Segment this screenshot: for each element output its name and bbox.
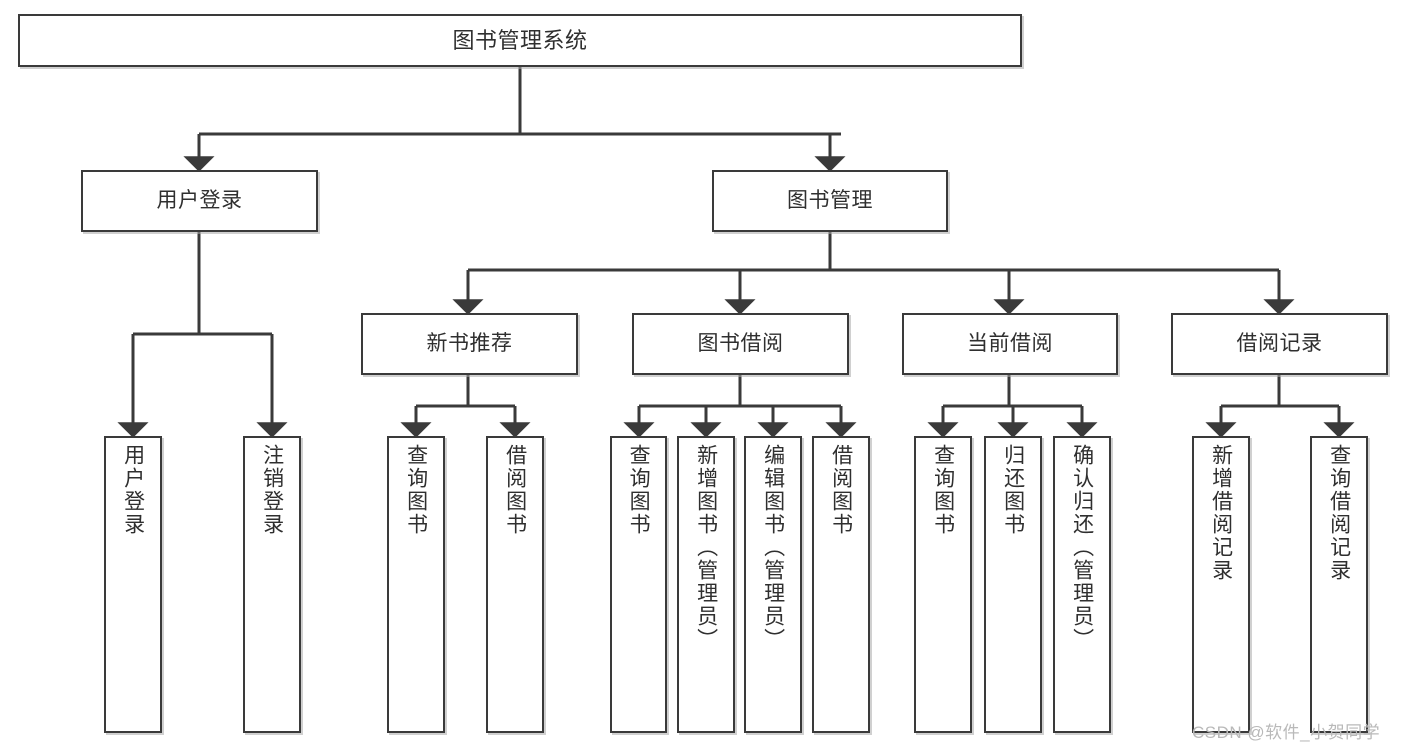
node-leaf-borrow-book[interactable]: 借阅图书 [812, 436, 870, 733]
node-leaf-user-logout[interactable]: 注销登录 [243, 436, 301, 733]
node-leaf-return-book[interactable]: 归还图书 [984, 436, 1042, 733]
node-book-borrow[interactable]: 图书借阅 [632, 313, 849, 375]
node-leaf-query-book-cur[interactable]: 查询图书 [914, 436, 972, 733]
node-root[interactable]: 图书管理系统 [18, 14, 1022, 67]
node-leaf-query-book-rec[interactable]: 查询图书 [387, 436, 445, 733]
node-borrow-record-label: 借阅记录 [1236, 331, 1323, 355]
node-current-borrow-label: 当前借阅 [967, 331, 1053, 355]
node-book-borrow-label: 图书借阅 [697, 331, 784, 355]
node-leaf-edit-book-admin-label: 编辑图书（管理员） [761, 444, 785, 651]
node-new-book-recommend-label: 新书推荐 [426, 331, 513, 355]
node-leaf-query-book-borrow-label: 查询图书 [627, 444, 651, 536]
node-leaf-add-borrow-record-label: 新增借阅记录 [1209, 444, 1233, 582]
node-book-manage[interactable]: 图书管理 [712, 170, 948, 232]
node-leaf-edit-book-admin[interactable]: 编辑图书（管理员） [744, 436, 802, 733]
node-leaf-query-borrow-record[interactable]: 查询借阅记录 [1310, 436, 1368, 733]
watermark: CSDN @软件_小贺同学 [1192, 723, 1381, 742]
node-leaf-user-login[interactable]: 用户登录 [104, 436, 162, 733]
node-leaf-borrow-book-label: 借阅图书 [829, 444, 853, 536]
node-leaf-confirm-return-admin[interactable]: 确认归还（管理员） [1053, 436, 1111, 733]
node-leaf-add-book-admin[interactable]: 新增图书（管理员） [677, 436, 735, 733]
node-user-login-label: 用户登录 [156, 188, 243, 212]
node-new-book-recommend[interactable]: 新书推荐 [361, 313, 578, 375]
node-root-label: 图书管理系统 [452, 27, 588, 53]
node-leaf-add-book-admin-label: 新增图书（管理员） [694, 444, 718, 651]
node-leaf-user-login-label: 用户登录 [121, 444, 145, 536]
node-borrow-record[interactable]: 借阅记录 [1171, 313, 1388, 375]
node-user-login[interactable]: 用户登录 [81, 170, 318, 232]
node-leaf-query-borrow-record-label: 查询借阅记录 [1327, 444, 1351, 582]
node-leaf-query-book-borrow[interactable]: 查询图书 [610, 436, 667, 733]
node-leaf-user-logout-label: 注销登录 [260, 444, 284, 536]
node-current-borrow[interactable]: 当前借阅 [902, 313, 1118, 375]
node-leaf-return-book-label: 归还图书 [1001, 444, 1025, 536]
node-leaf-borrow-book-rec[interactable]: 借阅图书 [486, 436, 544, 733]
node-leaf-borrow-book-rec-label: 借阅图书 [503, 444, 527, 536]
node-leaf-query-book-cur-label: 查询图书 [931, 444, 955, 536]
node-leaf-add-borrow-record[interactable]: 新增借阅记录 [1192, 436, 1250, 733]
node-leaf-confirm-return-admin-label: 确认归还（管理员） [1070, 444, 1094, 651]
node-book-manage-label: 图书管理 [787, 188, 873, 212]
node-leaf-query-book-rec-label: 查询图书 [404, 444, 428, 536]
